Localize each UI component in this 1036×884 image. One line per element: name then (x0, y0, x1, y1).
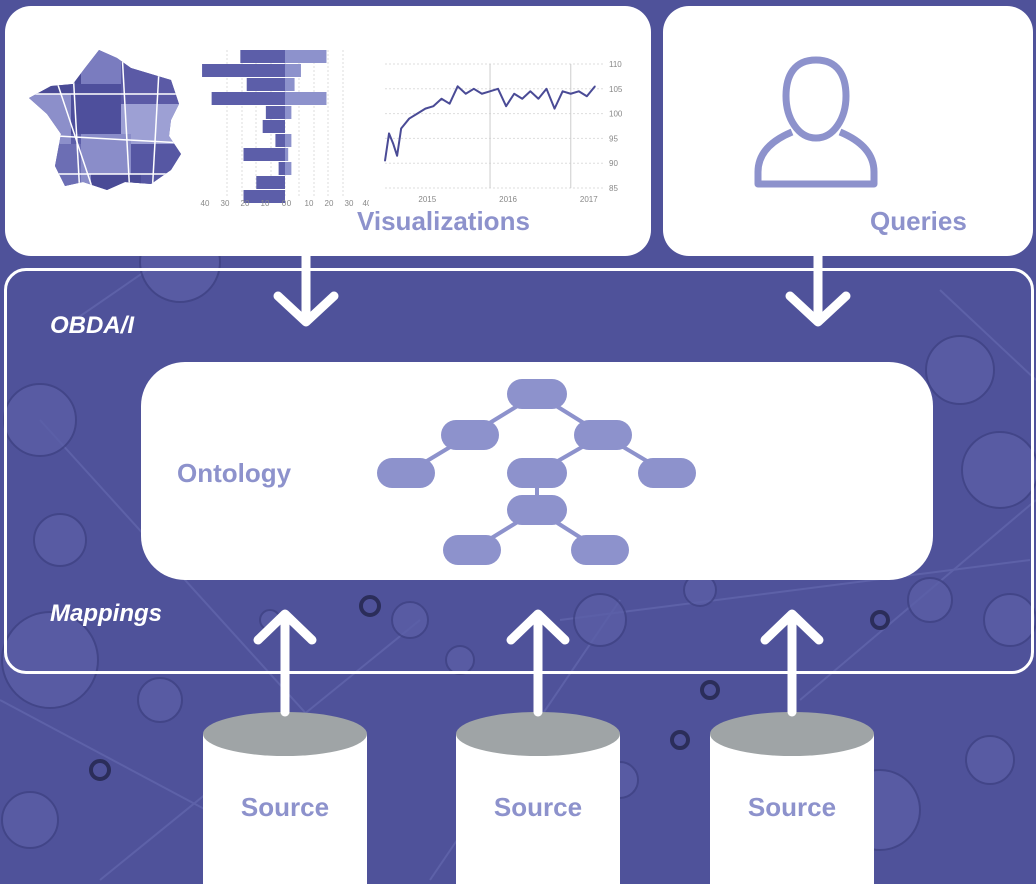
pyramid-bar-left (202, 64, 285, 77)
line-point (577, 90, 580, 93)
ontology-label: Ontology (177, 458, 292, 488)
line-y-tick-label: 100 (609, 110, 623, 119)
pyramid-tick-label: 30 (221, 199, 230, 208)
pyramid-bar-left (278, 162, 285, 175)
pyramid-bar-left (211, 92, 285, 105)
line-point (432, 105, 435, 107)
ontology-panel: Ontology (141, 362, 933, 580)
pyramid-bar-left (243, 190, 285, 203)
line-point (553, 107, 556, 110)
ontology-tree-graph (377, 379, 696, 565)
pyramid-tick-label: 20 (325, 199, 334, 208)
line-point (473, 88, 475, 90)
pyramid-bar-right (285, 92, 327, 105)
pyramid-tick-label: 40 (201, 199, 210, 208)
line-point (586, 95, 588, 98)
pyramid-tick-label: 10 (305, 199, 314, 208)
line-point (505, 105, 507, 107)
population-pyramid-chart: 40 30 20 10 00 10 20 30 40 (201, 50, 369, 208)
ontology-node (571, 535, 629, 565)
line-point (424, 107, 427, 110)
pyramid-bar-left (265, 106, 285, 119)
line-point (416, 112, 419, 115)
pyramid-bar-left (262, 120, 285, 133)
france-map-icon (29, 50, 181, 190)
line-point (481, 92, 483, 95)
ontology-node (574, 420, 632, 450)
pyramid-bar-left (246, 78, 285, 91)
line-y-tick-label: 90 (609, 159, 618, 168)
line-y-tick-label: 110 (609, 60, 622, 69)
line-chart: 110 105 100 95 90 85 2015 2016 2017 (384, 60, 623, 204)
line-x-tick-label: 2017 (580, 195, 598, 204)
line-point (561, 90, 564, 93)
pyramid-bar-left (240, 50, 285, 63)
pyramid-bar-right (285, 134, 292, 147)
line-point (537, 97, 540, 100)
pyramid-bar-left (243, 148, 285, 161)
line-point (392, 142, 394, 145)
pyramid-bar-right (285, 148, 289, 161)
pyramid-bar-left (256, 176, 285, 189)
ontology-node (638, 458, 696, 488)
line-y-tick-label: 95 (609, 134, 618, 143)
line-point (513, 92, 515, 95)
line-point (396, 154, 398, 157)
visualizations-label: Visualizations (357, 206, 530, 236)
pyramid-bar-right (285, 106, 292, 119)
line-x-tick-label: 2016 (499, 195, 517, 204)
ontology-node (441, 420, 499, 450)
pyramid-bar-right (285, 50, 327, 63)
line-point (440, 97, 443, 100)
line-point (456, 85, 459, 88)
source-label-2: Source (493, 792, 583, 822)
pyramid-bar-right (285, 64, 301, 77)
line-point (400, 127, 402, 130)
line-point (448, 102, 451, 105)
queries-panel[interactable]: Queries (663, 6, 1033, 256)
line-point (489, 90, 491, 93)
obda-label: OBDA/I (50, 312, 134, 339)
line-point (569, 92, 572, 95)
line-point (497, 88, 499, 90)
line-y-tick-label: 85 (609, 184, 618, 193)
line-point (388, 132, 390, 135)
line-point (408, 117, 411, 120)
obda-frame (4, 268, 1034, 674)
line-point (594, 85, 596, 88)
pyramid-tick-label: 10 (261, 199, 270, 208)
line-point (545, 88, 548, 90)
pyramid-tick-label: 20 (241, 199, 250, 208)
mappings-label: Mappings (50, 600, 162, 627)
ontology-node (507, 495, 567, 525)
ontology-node (377, 458, 435, 488)
pyramid-bar-right (285, 162, 292, 175)
line-y-tick-label: 105 (609, 85, 623, 94)
pyramid-tick-label: 40 (363, 199, 369, 208)
line-point (464, 92, 467, 95)
pyramid-tick-label: 30 (345, 199, 354, 208)
pyramid-tick-label: 0 (282, 199, 287, 208)
ontology-node (443, 535, 501, 565)
ontology-node (507, 458, 567, 488)
pyramid-bar-right (285, 78, 295, 91)
ontology-node (507, 379, 567, 409)
line-point (529, 90, 532, 93)
pyramid-tick-label: 0 (287, 199, 292, 208)
queries-label: Queries (870, 206, 967, 236)
visualizations-panel: 403020100010203040 110105100959085201520… (5, 6, 651, 256)
line-point (384, 159, 386, 162)
line-x-tick-label: 2015 (418, 195, 436, 204)
line-point (521, 97, 524, 100)
source-label-3: Source (747, 792, 837, 822)
pyramid-bar-left (275, 134, 285, 147)
source-label-1: Source (240, 792, 330, 822)
person-outline-icon (754, 56, 878, 188)
